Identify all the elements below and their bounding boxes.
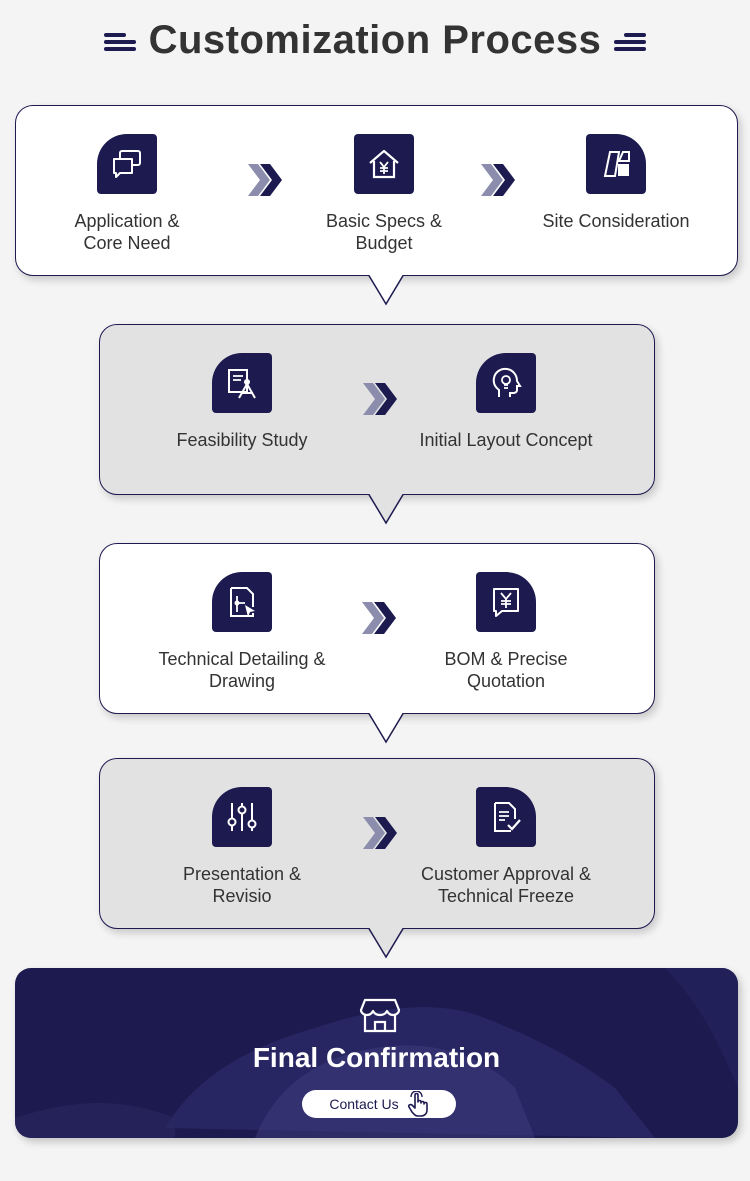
final-title: Final Confirmation [252, 1042, 501, 1073]
double-chevron-icon [362, 602, 396, 634]
double-chevron-icon [363, 817, 397, 849]
yen-message-icon [476, 572, 536, 632]
double-chevron-icon [248, 164, 282, 196]
step-customer-approval: Customer Approval &Technical Freeze [406, 787, 606, 907]
head-lightbulb-icon [476, 353, 536, 413]
house-yen-icon [354, 134, 414, 194]
step-label: Application &Core Need [74, 211, 180, 253]
page-title: Customization Process [148, 18, 602, 62]
step-label: Site Consideration [542, 211, 690, 231]
step-initial-layout-concept: Initial Layout Concept [405, 353, 607, 451]
store-icon [359, 998, 401, 1033]
step-label: Technical Detailing &Drawing [158, 649, 326, 691]
hand-pointer-icon [407, 1091, 428, 1117]
card-pointer-3 [366, 711, 406, 744]
title-decoration-right [613, 31, 646, 51]
step-presentation-revision: Presentation &Revisio [152, 787, 332, 907]
final-confirmation-banner: Final Confirmation Contact Us [15, 968, 738, 1138]
step-site-consideration: Site Consideration [520, 134, 712, 232]
double-chevron-icon [363, 383, 397, 415]
contact-us-button[interactable]: Contact Us [302, 1090, 456, 1118]
step-basic-specs-budget: Basic Specs &Budget [303, 134, 465, 254]
step-label: Basic Specs &Budget [325, 211, 443, 253]
step-label: Presentation &Revisio [182, 864, 302, 906]
drafting-compass-icon [212, 353, 272, 413]
step-label: Feasibility Study [176, 430, 308, 450]
document-check-icon [476, 787, 536, 847]
card-pointer-1 [366, 273, 406, 306]
step-card-3 [99, 543, 655, 714]
blueprint-cursor-icon [212, 572, 272, 632]
step-technical-detailing: Technical Detailing &Drawing [142, 572, 342, 692]
double-chevron-icon [481, 164, 515, 196]
step-label: Customer Approval &Technical Freeze [420, 864, 592, 906]
sliders-icon [212, 787, 272, 847]
card-pointer-4 [366, 926, 406, 959]
step-feasibility-study: Feasibility Study [152, 353, 332, 451]
floor-plan-icon [586, 134, 646, 194]
title-decoration-left [104, 31, 137, 51]
page-header: Customization Process [0, 18, 750, 63]
step-application-core-need: Application &Core Need [46, 134, 208, 254]
contact-us-label: Contact Us [329, 1096, 399, 1112]
chat-bubbles-icon [97, 134, 157, 194]
step-label: Initial Layout Concept [419, 430, 593, 450]
card-pointer-2 [366, 492, 406, 525]
